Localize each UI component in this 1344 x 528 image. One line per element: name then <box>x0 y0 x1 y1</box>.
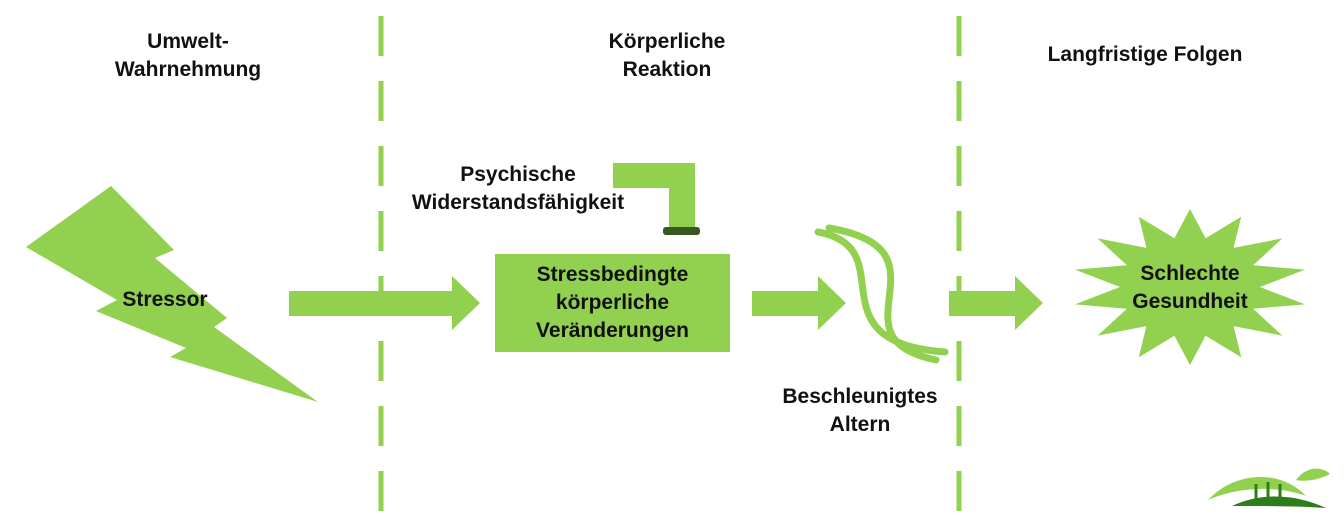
resilience-label: Psychische Widerstandsfähigkeit <box>384 161 652 217</box>
changes-label: Stressbedingte körperliche Veränderungen <box>495 261 730 345</box>
health-label-line2: Gesundheit <box>1132 290 1248 313</box>
stressor-label-text: Stressor <box>122 288 208 311</box>
arrow-stressor-to-changes <box>289 276 480 330</box>
resilience-label-line1: Psychische <box>460 163 576 186</box>
column-header-perception-line2: Wahrnehmung <box>114 58 262 81</box>
changes-label-line1: Stressbedingte <box>536 263 689 286</box>
starburst-icon <box>1075 209 1305 365</box>
column-header-perception-line1: Umwelt- <box>147 30 229 53</box>
column-header-consequences-line1: Langfristige Folgen <box>1047 43 1243 66</box>
aging-label-line2: Altern <box>829 413 891 436</box>
changes-label-line3: Veränderungen <box>536 319 689 342</box>
aging-label: Beschleunigtes Altern <box>755 383 965 439</box>
arrow-changes-to-aging <box>752 276 846 330</box>
resilience-label-line2: Widerstandsfähigkeit <box>411 191 625 214</box>
column-header-perception: Umwelt- Wahrnehmung <box>88 28 288 84</box>
health-label-line1: Schlechte <box>1140 262 1240 285</box>
column-header-reaction-line1: Körperliche <box>608 30 726 53</box>
stressor-label: Stressor <box>100 286 230 314</box>
arrow-aging-to-health <box>949 276 1043 330</box>
health-label: Schlechte Gesundheit <box>1090 260 1290 316</box>
aging-label-line1: Beschleunigtes <box>782 385 938 408</box>
dna-helix-icon <box>814 224 949 364</box>
column-header-reaction-line2: Reaktion <box>622 58 712 81</box>
inhibition-t-bar-icon <box>613 163 700 235</box>
column-header-consequences: Langfristige Folgen <box>1010 41 1280 69</box>
column-header-reaction: Körperliche Reaktion <box>567 28 767 84</box>
changes-label-line2: körperliche <box>555 291 670 314</box>
lightning-bolt-icon <box>26 186 318 402</box>
dna-leaf-logo-icon <box>1208 468 1330 508</box>
changes-box <box>495 254 730 352</box>
